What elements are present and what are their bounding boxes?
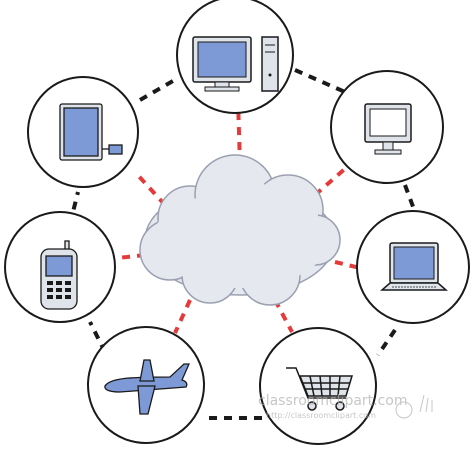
link-laptop-cart: [376, 328, 397, 357]
node-airplane: [87, 326, 205, 444]
cell-phone-icon: [40, 240, 78, 310]
link-cloud-airplane: [173, 299, 192, 334]
node-monitor: [330, 70, 444, 184]
airplane-icon: [104, 359, 190, 415]
link-cloud-cart: [273, 299, 294, 333]
watermark-line-2: http://classroomclipart.com: [266, 411, 376, 420]
node-cell-phone: [4, 211, 116, 323]
link-cloud-tablet: [133, 170, 167, 207]
cloud: [139, 154, 341, 306]
node-desktop-computer: [176, 0, 294, 114]
watermark-logo-icon: [395, 394, 433, 419]
watermark: classroomclipart.com http://classroomcli…: [258, 393, 433, 420]
desktop-computer-icon: [192, 36, 279, 92]
link-cloud-laptop: [334, 260, 361, 270]
link-cloud-desktop: [236, 99, 242, 166]
node-shopping-cart: [259, 327, 377, 445]
monitor-icon: [364, 103, 412, 155]
link-monitor-laptop: [403, 184, 417, 213]
node-laptop: [356, 210, 470, 324]
laptop-icon: [380, 242, 448, 291]
node-tablet: [27, 76, 139, 188]
watermark-line-1: classroomclipart.com: [258, 393, 408, 409]
link-desktop-monitor: [294, 68, 346, 94]
tablet-icon: [59, 103, 123, 161]
shopping-cart-icon: [286, 367, 354, 411]
link-tablet-desktop: [138, 76, 180, 102]
